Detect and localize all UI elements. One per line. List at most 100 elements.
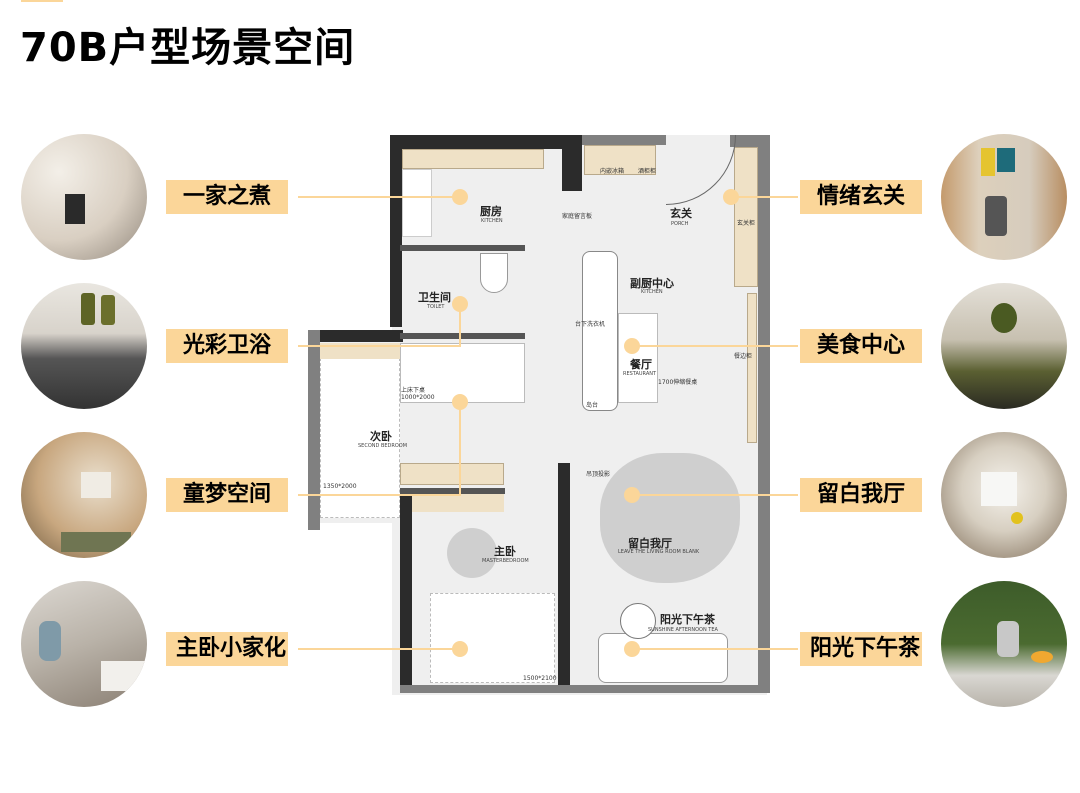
annotation-master-bed-size: 1500*2100 — [523, 675, 557, 682]
wall-kitchen-pillar — [562, 141, 582, 191]
room-label-kitchen-en: KITCHEN — [481, 218, 503, 224]
master-rug — [447, 528, 497, 578]
wall-left-kitchen — [390, 135, 402, 327]
room-label-sub-kitchen-en: KITCHEN — [641, 289, 663, 295]
kitchen-photo — [21, 134, 147, 260]
island-counter — [582, 251, 618, 411]
master-bedroom-photo — [21, 581, 147, 707]
connector-kids-room — [298, 494, 460, 496]
marker-toilet — [452, 296, 468, 312]
room-label-toilet: 卫生间 — [418, 291, 451, 304]
wall-bottom — [400, 685, 770, 693]
wall-second-bedroom-left — [308, 330, 320, 530]
page-title: 70B户型场景空间 — [20, 25, 356, 71]
sofa — [598, 633, 728, 683]
master-bed — [430, 593, 555, 683]
connector-kids-room-vertical — [459, 402, 461, 496]
second-bedroom-wardrobe — [320, 343, 400, 359]
top-accent-bar — [21, 0, 63, 2]
porch-photo — [941, 134, 1067, 260]
marker-dining — [624, 338, 640, 354]
bathroom-photo — [21, 283, 147, 409]
tea-chair — [620, 603, 656, 639]
kitchen-counter-left — [402, 169, 432, 237]
scene-label-afternoon-tea: 阳光下午茶 — [800, 632, 922, 666]
wall-top-fridge — [582, 135, 666, 145]
dining-table — [618, 313, 658, 403]
annotation-sideboard: 酒柜柜 — [638, 168, 657, 175]
connector-afternoon-tea — [632, 648, 798, 650]
scene-label-living-room: 留白我厅 — [800, 478, 922, 512]
connector-porch — [732, 196, 798, 198]
scene-label-kids-room: 童梦空间 — [166, 478, 288, 512]
room-label-tea-en: SUNSHINE AFTERNOON TEA — [648, 627, 718, 633]
marker-master-bedroom — [452, 641, 468, 657]
room-label-sub-kitchen: 副厨中心 — [630, 277, 674, 290]
loft-bed — [400, 343, 525, 403]
annotation-table: 1700伸缩餐桌 — [658, 379, 698, 386]
dining-photo — [941, 283, 1067, 409]
wall-second-bedroom-top — [308, 330, 403, 342]
annotation-fridge: 内嵌冰箱 — [600, 168, 625, 175]
marker-kitchen — [452, 189, 468, 205]
marker-loft-bed — [452, 394, 468, 410]
room-label-second-bedroom: 次卧 — [370, 430, 392, 443]
room-label-second-bedroom-en: SECOND BEDROOM — [358, 443, 408, 449]
scene-label-bathroom: 光彩卫浴 — [166, 329, 288, 363]
marker-living-room — [624, 487, 640, 503]
room-label-master-en: MASTERBEDROOM — [482, 558, 529, 564]
wall-right — [758, 147, 770, 687]
annotation-projection: 吊顶投影 — [586, 471, 611, 478]
living-rug — [600, 453, 740, 583]
porch-cabinet — [734, 147, 758, 287]
room-label-master: 主卧 — [494, 545, 516, 558]
room-label-toilet-en: TOILET — [427, 304, 445, 310]
annotation-loft-size: 1000*2000 — [401, 394, 435, 401]
second-bed — [320, 358, 400, 518]
annotation-dining-cabinet: 餐边柜 — [734, 353, 753, 360]
wardrobe-mid — [400, 463, 504, 485]
annotation-home-board: 家庭留言板 — [562, 213, 593, 220]
room-label-porch: 玄关 — [670, 207, 692, 220]
annotation-porch-cabinet: 玄关柜 — [737, 220, 756, 227]
wardrobe-master — [412, 494, 504, 512]
scene-label-porch: 情绪玄关 — [800, 180, 922, 214]
room-label-living-en: LEAVE THE LIVING ROOM BLANK — [618, 549, 700, 555]
kids-room-photo — [21, 432, 147, 558]
wall-master-right — [558, 463, 570, 691]
annotation-island: 岛台 — [586, 402, 599, 409]
wall-bedroom-divider — [400, 333, 525, 339]
room-label-living: 留白我厅 — [628, 537, 672, 550]
connector-living-room — [632, 494, 798, 496]
wall-top-kitchen — [390, 135, 582, 149]
marker-afternoon-tea — [624, 641, 640, 657]
wall-master-left — [400, 491, 412, 691]
scene-label-master-bedroom: 主卧小家化 — [166, 632, 288, 666]
annotation-washer: 台下洗衣机 — [575, 321, 606, 328]
connector-bathroom — [298, 345, 460, 347]
wall-master-top — [400, 488, 505, 494]
connector-master-bedroom — [298, 648, 460, 650]
connector-bathroom-vertical — [459, 304, 461, 347]
marker-porch — [723, 189, 739, 205]
room-label-kitchen: 厨房 — [480, 205, 502, 218]
room-label-restaurant: 餐厅 — [630, 358, 652, 371]
annotation-loft-bed: 上床下桌 — [401, 387, 426, 394]
room-label-porch-en: PORCH — [671, 221, 689, 227]
annotation-second-bed-size: 1350*2000 — [323, 483, 357, 490]
room-label-restaurant-en: RESTAURANT — [623, 371, 657, 377]
toilet-fixture — [480, 253, 508, 293]
scene-label-kitchen: 一家之煮 — [166, 180, 288, 214]
dining-side-cabinet — [747, 293, 757, 443]
living-room-photo — [941, 432, 1067, 558]
scene-label-dining: 美食中心 — [800, 329, 922, 363]
floor-plan: 厨房 KITCHEN 玄关 PORCH 副厨中心 KITCHEN 卫生间 TOI… — [300, 133, 780, 703]
connector-dining — [632, 345, 798, 347]
connector-kitchen — [298, 196, 460, 198]
fridge-cabinet — [584, 145, 656, 175]
wall-toilet-top — [400, 245, 525, 251]
afternoon-tea-photo — [941, 581, 1067, 707]
room-label-tea: 阳光下午茶 — [660, 613, 715, 626]
kitchen-counter — [402, 149, 544, 169]
wall-top-porch — [730, 135, 770, 147]
